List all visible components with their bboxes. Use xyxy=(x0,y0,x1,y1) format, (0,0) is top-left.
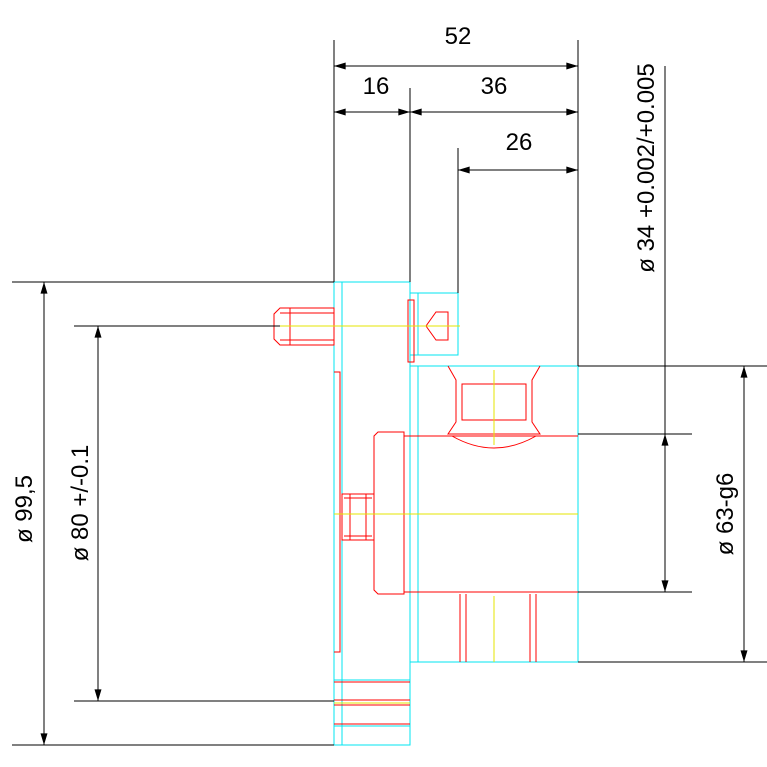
part-details xyxy=(273,299,578,725)
center-lines xyxy=(278,325,578,704)
label-pilot-length: 26 xyxy=(506,129,533,156)
label-shaft-diameter: ø 34 +0.002/+0.005 xyxy=(633,63,660,273)
label-bolt-circle-diameter: ø 80 +/-0.1 xyxy=(67,445,94,562)
label-flange-length: 16 xyxy=(363,73,390,100)
label-body-length: 36 xyxy=(481,73,508,100)
dimension-labels: 52 16 36 26 ø 34 +0.002/+0.005 ø 63-g6 ø… xyxy=(11,23,739,561)
dimension-lines xyxy=(12,40,767,746)
label-flange-diameter: ø 99,5 xyxy=(11,475,38,543)
label-pilot-diameter: ø 63-g6 xyxy=(712,473,739,556)
label-overall-length: 52 xyxy=(445,23,472,50)
